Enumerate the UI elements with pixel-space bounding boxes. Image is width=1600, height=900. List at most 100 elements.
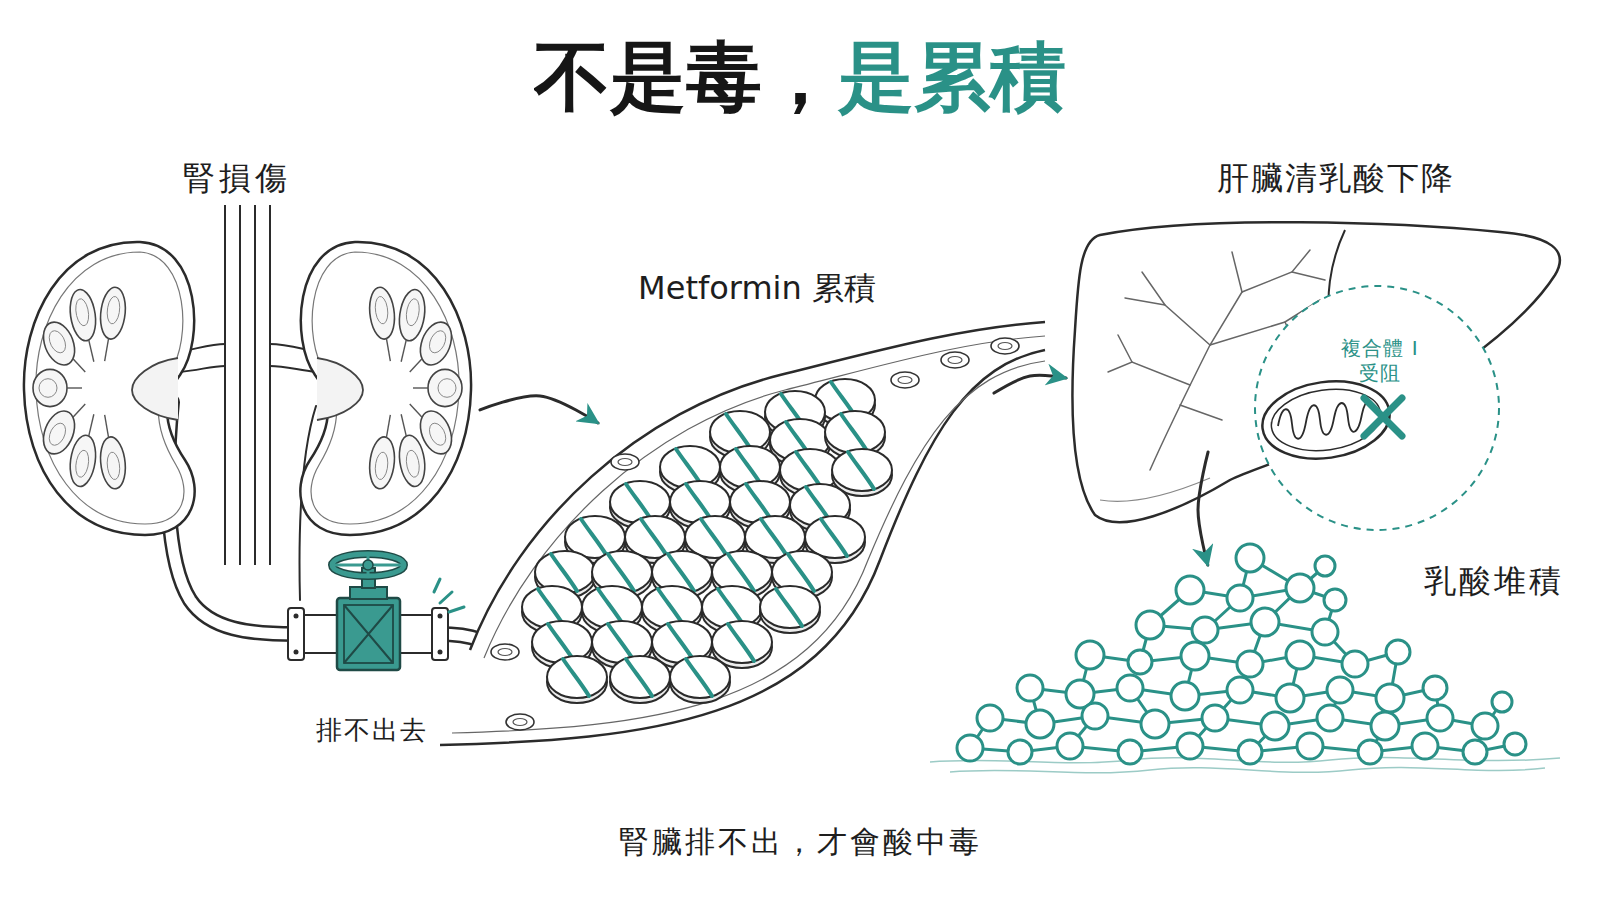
valve-symbol — [363, 560, 373, 570]
lactate-molecules — [1118, 740, 1142, 764]
lactate-molecules — [977, 705, 1003, 731]
lactate-molecules — [1236, 544, 1264, 572]
blood-cells — [991, 338, 1019, 354]
left-kidney — [24, 242, 195, 535]
mitochondria-callout: 複合體 I 受阻 — [1320, 334, 1440, 396]
lactate-molecules — [1176, 576, 1204, 604]
metformin-pills — [610, 656, 670, 703]
blood-vessel — [440, 322, 1045, 745]
lactate-molecules — [1227, 585, 1253, 611]
lactate-molecules — [1371, 712, 1399, 740]
central-vessels — [178, 205, 318, 565]
lactate-molecules — [1136, 611, 1164, 639]
valve-symbol — [288, 554, 464, 670]
blood-cells — [491, 644, 519, 660]
lactate-molecules — [1082, 703, 1108, 729]
lactate-molecules — [1376, 684, 1404, 712]
valve-symbol — [304, 615, 338, 653]
lactate-molecules — [1227, 677, 1253, 703]
metformin-pills — [670, 656, 730, 703]
lactate-molecules — [1128, 650, 1152, 674]
lactate-molecules — [1324, 589, 1346, 611]
lactate-molecules — [1238, 740, 1262, 764]
blood-cells — [506, 714, 534, 730]
node-label: 複合體 I 受阻 — [1324, 336, 1436, 386]
valve-symbol — [334, 554, 402, 576]
valve-symbol — [344, 605, 393, 663]
lactate-molecules — [1276, 684, 1304, 712]
lactate-molecules — [1286, 641, 1314, 669]
lactate-molecules — [1181, 642, 1209, 670]
lactate-molecules — [1386, 640, 1410, 664]
lactate-molecules — [1017, 675, 1043, 701]
central-vessels — [269, 205, 271, 565]
lactate-molecules — [1261, 712, 1289, 740]
liver — [1180, 405, 1222, 420]
valve-symbol — [332, 554, 404, 576]
lactate-molecules — [1237, 651, 1263, 677]
blood-vessel — [470, 322, 1045, 650]
lactate-molecules — [1171, 682, 1199, 710]
blood-cells — [611, 454, 639, 470]
valve-symbol — [294, 614, 299, 619]
title: 不是毒，是累積 — [534, 33, 1066, 120]
lactate-molecules — [1312, 619, 1338, 645]
metformin-pills — [547, 656, 607, 703]
valve-symbol — [438, 614, 443, 619]
blood-vessel — [440, 322, 1045, 745]
liver — [1125, 298, 1165, 305]
kidney-illustration: 腎損傷 — [20, 155, 480, 540]
lactate-molecules — [1504, 733, 1526, 755]
lactate-molecules — [1192, 617, 1218, 643]
mitochondria-callout — [1255, 286, 1499, 530]
valve-symbol — [332, 554, 404, 576]
lactate-molecules — [1076, 641, 1104, 669]
mitochondria-callout — [1364, 398, 1402, 436]
central-vessels — [254, 205, 256, 565]
lactate-molecules — [1463, 740, 1487, 764]
liver — [1118, 335, 1132, 362]
title-row: 不是毒，是累積 — [0, 33, 1600, 120]
flow-arrow — [480, 396, 598, 423]
valve-illustration: 排不出去 — [285, 545, 450, 750]
lactate-molecules — [1026, 710, 1054, 738]
liver — [1292, 272, 1325, 280]
lactate-molecules — [1141, 710, 1169, 738]
lactate-molecules — [1358, 740, 1382, 764]
valve-symbol — [294, 650, 299, 655]
metformin-pills — [522, 379, 892, 703]
lactate-molecules — [1423, 676, 1447, 700]
lactate-molecules — [1177, 733, 1203, 759]
lactate-molecules — [1251, 608, 1279, 636]
liver-illustration: 肝臟清乳酸下降複合體 I 受阻 — [1066, 155, 1568, 452]
lactate-molecules — [1202, 705, 1228, 731]
lactate-molecules — [1150, 622, 1325, 632]
node-label: 排不出去 — [272, 714, 472, 747]
blood-cells — [891, 372, 919, 388]
mitochondria-callout — [1257, 373, 1394, 466]
lactate-pile: 乳酸堆積 — [960, 565, 1560, 780]
valve-symbol — [438, 650, 443, 655]
lactate-molecules — [1117, 675, 1143, 701]
lactate-molecules — [1492, 692, 1512, 712]
lactate-molecules — [957, 735, 983, 761]
node-label: 腎損傷 — [127, 158, 347, 198]
node-label: 乳酸堆積 — [1394, 561, 1594, 601]
node-label: Metformin 累積 — [587, 268, 927, 308]
caption: 腎臟排不出，才會酸中毒 — [0, 822, 1600, 862]
lactate-molecules — [970, 558, 1502, 752]
lactate-molecules — [1317, 705, 1343, 731]
liver — [1150, 292, 1242, 470]
blood-vessel — [484, 336, 1045, 658]
valve-symbol — [337, 598, 400, 670]
blood-vessel — [452, 361, 1045, 733]
vessel-illustration: Metformin 累積 — [598, 262, 994, 722]
liver — [1232, 252, 1242, 292]
liver — [1242, 250, 1310, 292]
lactate-molecules — [1472, 713, 1498, 739]
flow-arrow — [994, 375, 1066, 393]
